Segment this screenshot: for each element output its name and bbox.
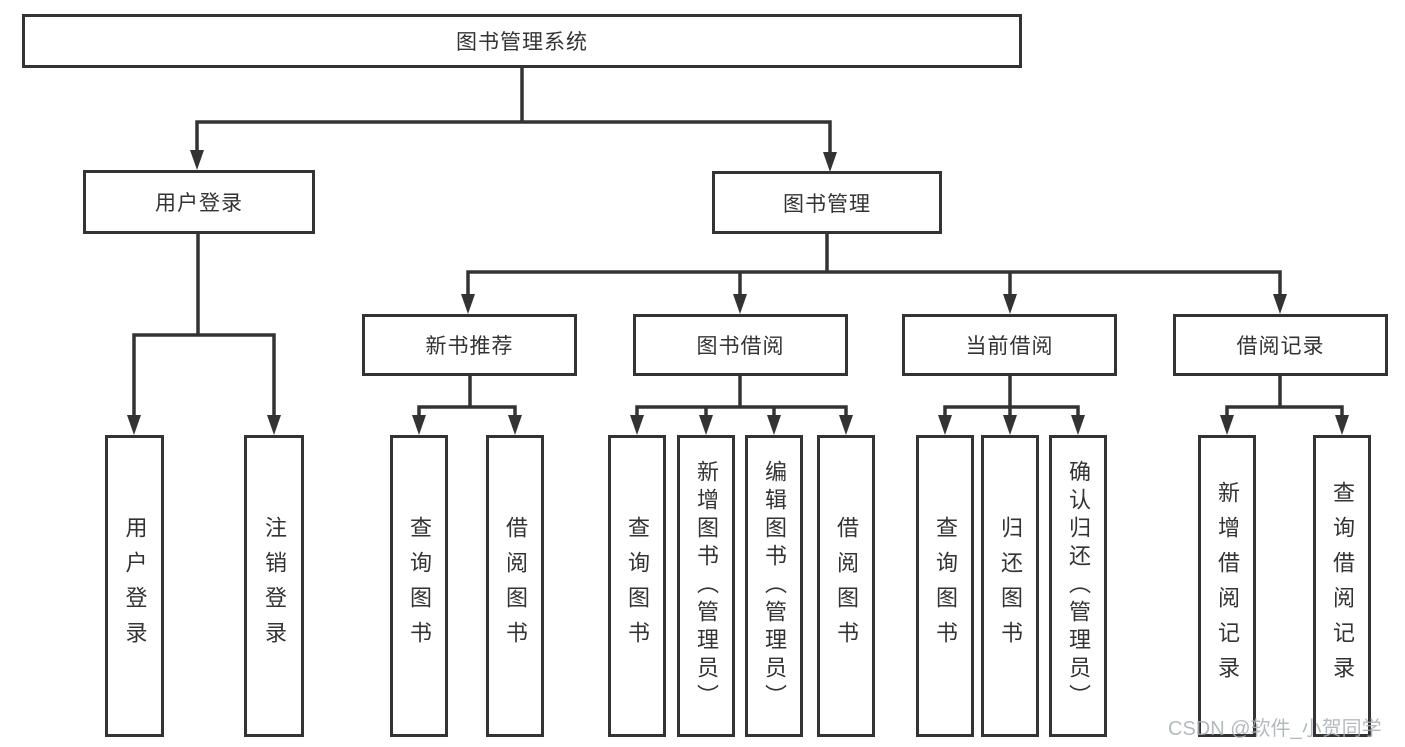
node-book-borrowing: 图书借阅 [633,314,848,376]
node-root: 图书管理系统 [22,14,1022,68]
leaf-add-borrow-record-label: 新增借阅记录 [1215,481,1240,691]
node-user-login-label: 用户登录 [155,192,243,215]
node-borrowing-records: 借阅记录 [1173,314,1388,376]
node-book-management: 图书管理 [712,171,942,234]
node-current-borrowing-label: 当前借阅 [965,335,1054,358]
node-user-login: 用户登录 [83,170,315,234]
leaf-query-books-borrowing: 查询图书 [608,435,666,737]
leaf-confirm-return-admin-label: 确认归还（管理员） [1066,460,1091,712]
leaf-query-books-current-label: 查询图书 [933,516,958,656]
leaf-return-books-label: 归还图书 [998,516,1023,656]
leaf-query-books-current: 查询图书 [916,435,974,737]
leaf-logout-label: 注销登录 [262,516,287,656]
node-root-label: 图书管理系统 [456,31,588,54]
leaf-query-books-borrowing-label: 查询图书 [625,516,650,656]
node-new-book-recommend-label: 新书推荐 [425,335,514,358]
leaf-borrow-books-borrowing-label: 借阅图书 [834,516,859,656]
leaf-query-books-recommend: 查询图书 [390,435,448,737]
leaf-return-books: 归还图书 [981,435,1039,737]
leaf-query-borrow-record: 查询借阅记录 [1313,435,1371,737]
arrowheads [127,150,1349,435]
node-book-borrowing-label: 图书借阅 [696,335,785,358]
leaf-edit-books-admin: 编辑图书（管理员） [745,435,803,737]
leaf-logout: 注销登录 [244,435,304,737]
leaf-confirm-return-admin: 确认归还（管理员） [1049,435,1107,737]
leaf-user-login-label: 用户登录 [122,516,148,656]
leaf-borrow-books-recommend: 借阅图书 [486,435,544,737]
leaf-add-books-admin: 新增图书（管理员） [677,435,735,737]
leaf-query-books-recommend-label: 查询图书 [407,516,432,656]
leaf-edit-books-admin-label: 编辑图书（管理员） [762,460,787,712]
leaf-query-borrow-record-label: 查询借阅记录 [1330,481,1355,691]
node-new-book-recommend: 新书推荐 [362,314,577,376]
leaf-borrow-books-borrowing: 借阅图书 [817,435,875,737]
csdn-watermark: CSDN @软件_小贺同学 [1168,718,1382,740]
leaf-user-login: 用户登录 [105,435,164,737]
leaf-add-books-admin-label: 新增图书（管理员） [694,460,719,712]
node-book-management-label: 图书管理 [783,192,871,216]
leaf-borrow-books-recommend-label: 借阅图书 [503,516,528,656]
node-borrowing-records-label: 借阅记录 [1236,335,1325,358]
leaf-add-borrow-record: 新增借阅记录 [1198,435,1256,737]
node-current-borrowing: 当前借阅 [902,314,1117,376]
